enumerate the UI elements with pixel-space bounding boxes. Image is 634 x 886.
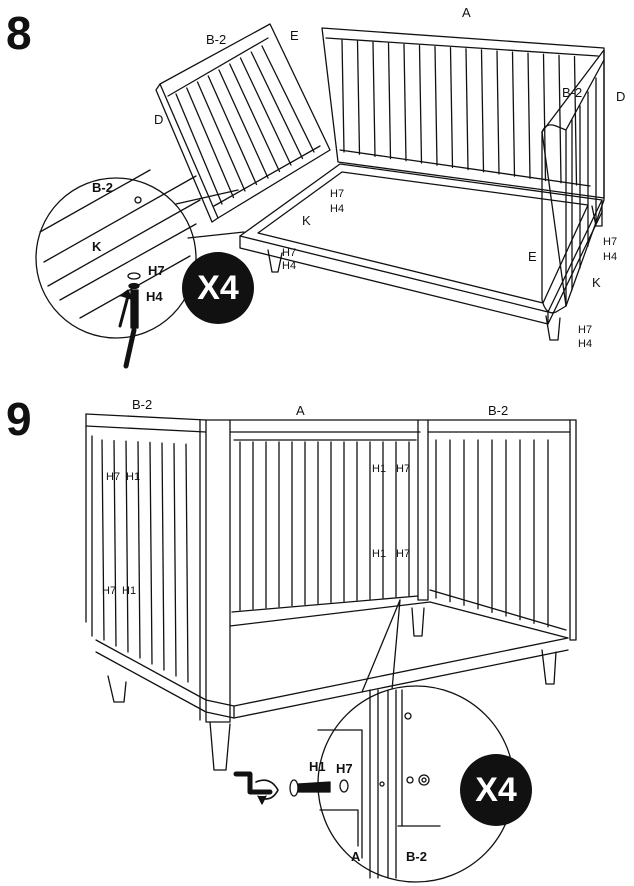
leg-step8-front-right — [545, 315, 561, 341]
quantity-badge: X4 — [182, 252, 254, 324]
hardware-label-h4: H4 — [330, 203, 345, 215]
hardware-label-h4: H4 — [578, 338, 593, 350]
hardware-label-h1: H1 — [122, 585, 137, 597]
slat — [137, 441, 141, 659]
slat — [372, 41, 376, 158]
slat — [185, 443, 189, 683]
slat — [149, 441, 153, 665]
slat — [261, 45, 315, 153]
slat — [542, 53, 547, 182]
part-label-k: K — [592, 275, 601, 290]
detail-label-a: A — [351, 849, 361, 864]
hardware-label-h1: H1 — [126, 471, 141, 483]
slat — [186, 87, 235, 199]
part-label-b2: B-2 — [488, 403, 509, 418]
hardware-label-h4: H4 — [603, 251, 618, 263]
slat — [113, 439, 117, 647]
slat — [207, 75, 258, 186]
slat — [465, 48, 469, 171]
slat — [250, 51, 304, 160]
step8-detail-circle — [35, 177, 197, 339]
slat — [173, 442, 177, 677]
slat — [218, 69, 269, 179]
detail-label-h1: H1 — [309, 759, 326, 774]
slat — [573, 55, 578, 186]
slat — [403, 43, 407, 162]
detail-label-h7: H7 — [336, 761, 353, 776]
hardware-label-h7: H7 — [106, 471, 121, 483]
slat — [418, 44, 423, 164]
slat — [341, 39, 345, 153]
leg-step8-front-left — [267, 249, 283, 273]
hardware-label-h7: H7 — [603, 236, 618, 248]
slat — [527, 52, 531, 180]
part-label-b2: B-2 — [206, 32, 227, 47]
leg-step8-back-right — [591, 205, 603, 227]
slat — [161, 442, 165, 671]
step-number: 8 — [6, 7, 32, 59]
crib-base-frame — [239, 163, 603, 313]
leg-step9-back-right — [541, 649, 557, 685]
slat — [511, 51, 516, 177]
leg-step9-front-center — [209, 721, 231, 771]
slat — [558, 54, 562, 184]
panel-a-step8: /* slats drawn by script below */ — [321, 27, 605, 199]
slat — [496, 50, 500, 175]
hardware-label-h7: H7 — [330, 188, 345, 200]
detail-label-h7: H7 — [148, 263, 165, 278]
slat — [229, 63, 281, 173]
part-label-d: D — [154, 112, 164, 127]
part-label-a: A — [462, 5, 471, 20]
slat — [434, 45, 438, 166]
part-label-a: A — [296, 403, 305, 418]
slat — [101, 439, 105, 641]
slat — [356, 40, 361, 155]
slat — [196, 81, 246, 192]
part-label-b2: B-2 — [562, 85, 583, 100]
hardware-label-h7: H7 — [282, 247, 297, 259]
leg-step9-back-center — [411, 607, 425, 637]
detail-label-k: K — [92, 239, 102, 254]
hardware-label-h7: H7 — [396, 463, 411, 475]
detail-label-h4: H4 — [146, 289, 163, 304]
step-9-drawing — [85, 413, 577, 771]
hardware-label-h7: H7 — [578, 324, 593, 336]
panel-b2-right-step8 — [541, 49, 605, 314]
detail-label-b2: B-2 — [406, 849, 427, 864]
hardware-label-h7: H7 — [396, 548, 411, 560]
slat — [175, 93, 223, 205]
part-label-e: E — [290, 28, 299, 43]
part-label-k: K — [302, 213, 311, 228]
part-label-e: E — [528, 249, 537, 264]
slat — [480, 49, 485, 173]
slat — [239, 57, 292, 166]
detail-label-b2: B-2 — [92, 180, 113, 195]
hardware-label-h1: H1 — [372, 548, 387, 560]
step-number: 9 — [6, 393, 32, 445]
allen-key-icon — [233, 771, 273, 795]
hardware-label-h1: H1 — [372, 463, 387, 475]
quantity-badge: X4 — [460, 754, 532, 826]
slat — [125, 440, 129, 653]
hardware-label-h4: H4 — [282, 260, 297, 272]
slat — [387, 42, 392, 160]
part-label-b2: B-2 — [132, 397, 153, 412]
slat — [449, 47, 454, 169]
leg-step9-front-left — [107, 675, 127, 703]
part-label-d: D — [616, 89, 626, 104]
hardware-label-h7: H7 — [102, 585, 117, 597]
